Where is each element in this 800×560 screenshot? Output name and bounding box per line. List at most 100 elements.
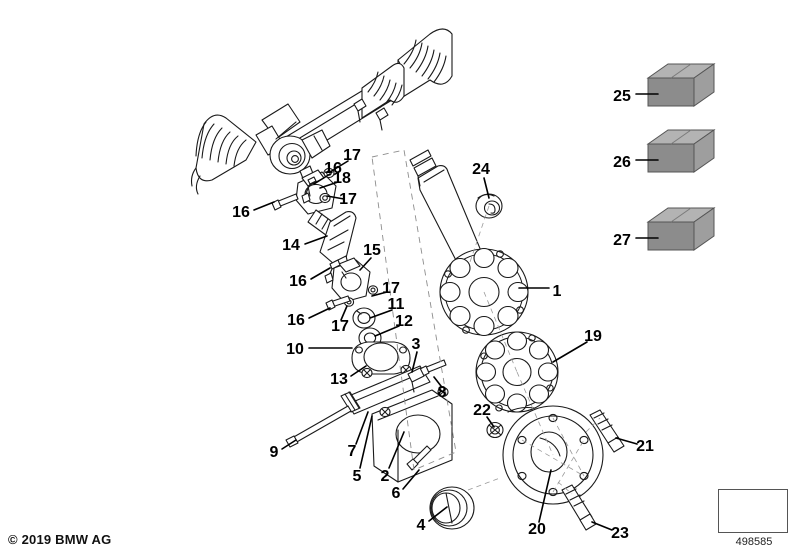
leader-line xyxy=(388,431,405,469)
callout-label: 15 xyxy=(363,242,381,259)
leader-line xyxy=(369,309,393,319)
leader-line xyxy=(350,365,367,377)
callout-17: 17 xyxy=(331,305,349,335)
steering-column-shaft xyxy=(409,149,485,273)
clamp-bolt-16-lower xyxy=(271,193,299,211)
clamp-bolt-16-upper xyxy=(301,176,317,204)
callout-label: 5 xyxy=(353,468,362,485)
callout-23: 23 xyxy=(591,521,629,542)
callout-label: 3 xyxy=(412,336,421,353)
leader-line xyxy=(308,307,331,319)
leader-line xyxy=(281,439,297,450)
callout-16: 16 xyxy=(287,307,331,329)
callout-label: 21 xyxy=(636,438,654,455)
rack-boot-mid xyxy=(361,62,405,119)
leader-line xyxy=(340,305,348,321)
leader-line xyxy=(552,341,588,363)
nut-17-right xyxy=(367,285,379,295)
callout-label: 7 xyxy=(348,443,357,460)
callout-5: 5 xyxy=(353,415,373,485)
callout-17: 17 xyxy=(371,280,400,297)
callout-label: 13 xyxy=(330,371,348,388)
callout-label: 16 xyxy=(232,204,250,221)
callout-22: 22 xyxy=(473,402,495,428)
callout-17: 17 xyxy=(326,191,357,208)
steering-mount-bracket xyxy=(285,359,453,483)
callout-label: 6 xyxy=(392,485,401,502)
callout-label: 14 xyxy=(282,237,300,254)
bolt-8 xyxy=(419,359,447,377)
callout-19: 19 xyxy=(552,328,602,363)
leader-line xyxy=(253,201,275,211)
leader-line xyxy=(326,195,345,200)
callout-6: 6 xyxy=(392,469,420,502)
callout-label: 2 xyxy=(381,468,390,485)
callout-label: 25 xyxy=(613,88,631,105)
nut-17-lower xyxy=(319,192,331,204)
callout-label: 1 xyxy=(553,283,562,300)
bolt-23 xyxy=(561,484,597,531)
callout-25: 25 xyxy=(613,88,659,105)
rack-boot-right xyxy=(397,28,453,101)
assembly-boundary-dashed xyxy=(371,149,601,495)
callout-10: 10 xyxy=(286,341,353,358)
callout-label: 16 xyxy=(287,312,305,329)
callout-label: 17 xyxy=(339,191,357,208)
leader-line xyxy=(359,415,373,469)
callout-3: 3 xyxy=(411,336,421,373)
callout-label: 18 xyxy=(333,170,351,187)
diagram-number: 498585 xyxy=(735,536,773,548)
callout-14: 14 xyxy=(282,235,328,254)
fastener-2 xyxy=(379,406,391,418)
leader-line xyxy=(310,267,331,280)
callout-label: 16 xyxy=(324,160,342,177)
callout-label: 26 xyxy=(613,154,631,171)
callout-15: 15 xyxy=(359,242,381,271)
leader-line xyxy=(486,416,495,428)
callout-label: 22 xyxy=(473,402,491,419)
callout-11: 11 xyxy=(369,296,405,319)
callout-label: 16 xyxy=(289,273,307,290)
callout-9: 9 xyxy=(270,439,297,461)
callout-12: 12 xyxy=(374,313,413,337)
rack-clamp xyxy=(375,107,389,121)
callout-label: 17 xyxy=(331,318,349,335)
leader-line xyxy=(591,521,613,531)
leader-line xyxy=(329,160,349,173)
callout-7: 7 xyxy=(348,411,369,460)
callout-label: 24 xyxy=(472,161,490,178)
repair-kit-27 xyxy=(646,207,716,251)
leader-line xyxy=(359,257,372,271)
callout-27: 27 xyxy=(613,232,659,249)
callout-label: 20 xyxy=(528,521,546,538)
callout-4: 4 xyxy=(417,506,448,534)
leader-line xyxy=(371,291,388,297)
steering-rack-assembly xyxy=(190,28,453,195)
copyright-notice: © 2019 BMW AG xyxy=(8,532,112,547)
repair-kit-25 xyxy=(646,63,716,107)
leader-line xyxy=(304,235,328,245)
bolt-21 xyxy=(589,409,625,453)
callout-label: 4 xyxy=(417,517,426,534)
leader-line xyxy=(313,173,331,185)
callout-label: 8 xyxy=(438,384,447,401)
callout-label: 12 xyxy=(395,313,413,330)
leader-line xyxy=(411,351,418,373)
logo-frame xyxy=(718,489,788,533)
callout-16: 16 xyxy=(232,201,275,221)
rack-boot-left xyxy=(190,114,257,195)
callout-16: 16 xyxy=(289,267,331,290)
callout-label: 11 xyxy=(388,296,405,313)
leader-line xyxy=(615,437,638,445)
bearing-bracket-10 xyxy=(351,341,412,379)
clamp-bolt-16-joint15-lower xyxy=(325,295,351,311)
callout-label: 17 xyxy=(343,147,361,164)
callout-13: 13 xyxy=(330,365,367,388)
universal-joint-18 xyxy=(271,167,337,215)
rack-clamp xyxy=(353,98,367,112)
callout-17: 17 xyxy=(329,147,361,173)
leader-line xyxy=(319,181,339,189)
callout-1: 1 xyxy=(518,283,562,300)
